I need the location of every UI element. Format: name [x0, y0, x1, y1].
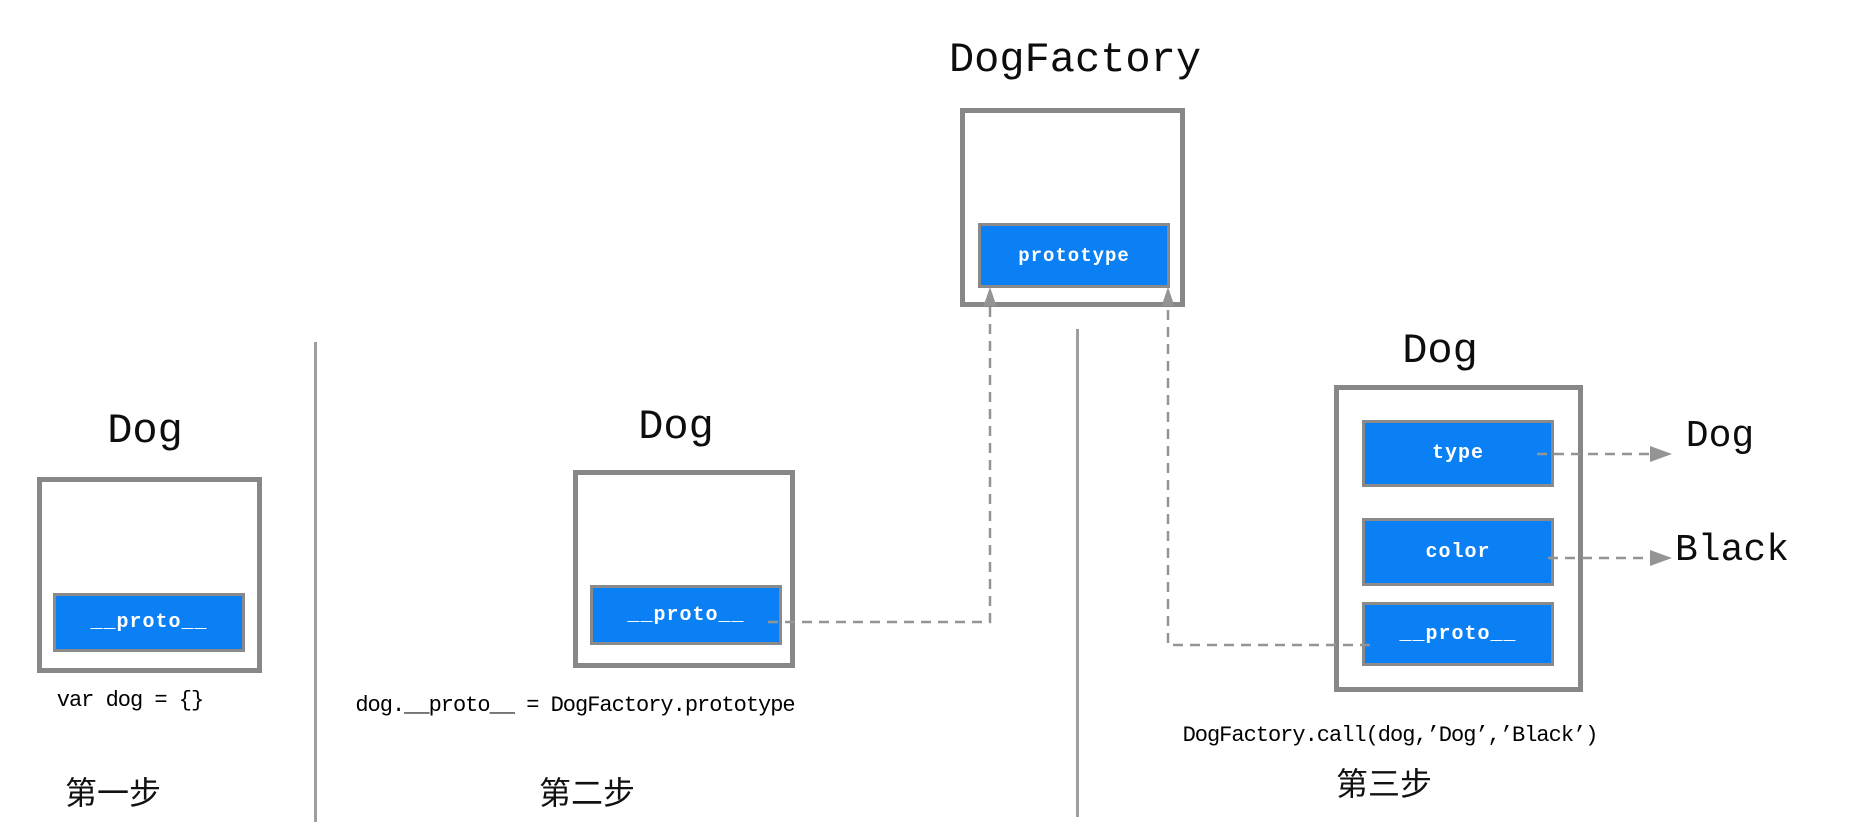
step3-type-value: Dog	[1685, 415, 1755, 458]
step1-proto-chip: __proto__	[53, 593, 245, 652]
step3-title: Dog	[1402, 327, 1478, 375]
step3-type-chip: type	[1362, 420, 1554, 487]
factory-title: DogFactory	[948, 36, 1202, 84]
step1-label: 第一步	[64, 775, 162, 811]
step3-label: 第三步	[1335, 766, 1433, 802]
step1-title: Dog	[107, 407, 183, 455]
step3-color-chip: color	[1362, 518, 1554, 586]
step3-color-value: Black	[1674, 529, 1790, 572]
step2-code: dog.__proto__ = DogFactory.prototype	[355, 693, 795, 718]
step2-proto-chip: __proto__	[590, 585, 782, 645]
step1-code: var dog = {}	[56, 688, 204, 713]
factory-prototype-chip: prototype	[978, 223, 1170, 288]
step3-code: DogFactory.call(dog,’Dog’,’Black’)	[1182, 723, 1599, 748]
step3-proto-chip: __proto__	[1362, 602, 1554, 666]
color-to-value-arrowhead-icon	[1650, 550, 1672, 566]
step2-title: Dog	[638, 403, 714, 451]
type-to-value-arrowhead-icon	[1650, 446, 1672, 462]
step2-label: 第二步	[538, 775, 636, 811]
proto2-to-prototype-line	[768, 305, 992, 624]
